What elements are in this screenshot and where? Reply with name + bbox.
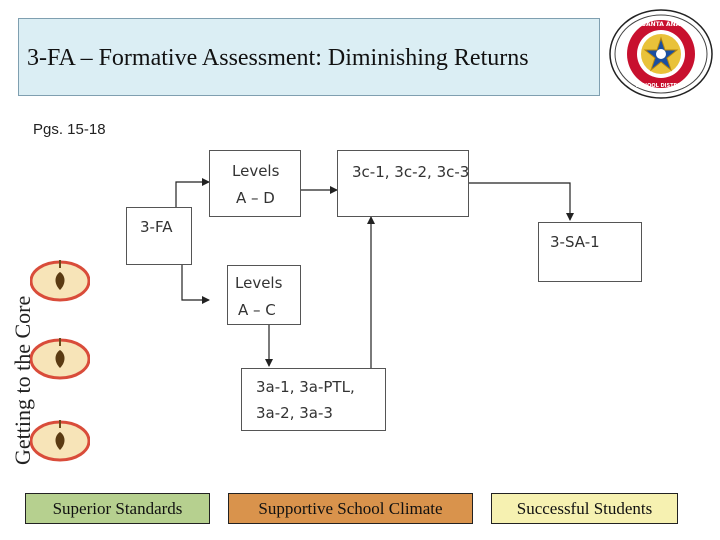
apple-half-icon [30, 338, 90, 380]
box-levels-a-c: Levels A – C [227, 265, 301, 325]
box-3c-group-label: 3c-1, 3c-2, 3c-3 [352, 163, 470, 181]
box-3-fa-label: 3-FA [140, 218, 173, 236]
supportive-school-climate-button[interactable]: Supportive School Climate [228, 493, 473, 524]
slide-title: 3-FA – Formative Assessment: Diminishing… [27, 45, 529, 71]
superior-standards-button[interactable]: Superior Standards [25, 493, 210, 524]
box-3a-group: 3a-1, 3a-PTL, 3a-2, 3a-3 [241, 368, 386, 431]
box-3-sa-1: 3-SA-1 [538, 222, 642, 282]
arrow-fa-to-levels-ac [181, 265, 210, 304]
successful-students-button[interactable]: Successful Students [491, 493, 678, 524]
arrow-c-group-to-sa [469, 182, 574, 221]
box-3a-group-line2: 3a-2, 3a-3 [256, 404, 333, 422]
box-3-sa-1-label: 3-SA-1 [550, 233, 600, 251]
svg-text:SANTA ANA: SANTA ANA [642, 21, 681, 28]
district-seal-logo: SANTA ANA SCHOOL DISTRICT [609, 9, 713, 99]
svg-text:SCHOOL DISTRICT: SCHOOL DISTRICT [636, 83, 687, 89]
box-levels-a-d: Levels A – D [209, 150, 301, 217]
page-reference: Pgs. 15-18 [33, 121, 106, 138]
apple-half-icon [30, 260, 90, 302]
box-3a-group-line1: 3a-1, 3a-PTL, [256, 378, 355, 396]
box-3-fa: 3-FA [126, 207, 192, 265]
arrow-fa-to-levels-ad [175, 178, 210, 207]
box-levels-a-d-line2: A – D [236, 189, 275, 207]
box-levels-a-c-line2: A – C [238, 301, 276, 319]
box-3c-group: 3c-1, 3c-2, 3c-3 [337, 150, 469, 217]
box-levels-a-c-line1: Levels [235, 274, 283, 292]
title-banner: 3-FA – Formative Assessment: Diminishing… [18, 18, 600, 96]
box-levels-a-d-line1: Levels [232, 162, 280, 180]
apple-half-icon [30, 420, 90, 462]
